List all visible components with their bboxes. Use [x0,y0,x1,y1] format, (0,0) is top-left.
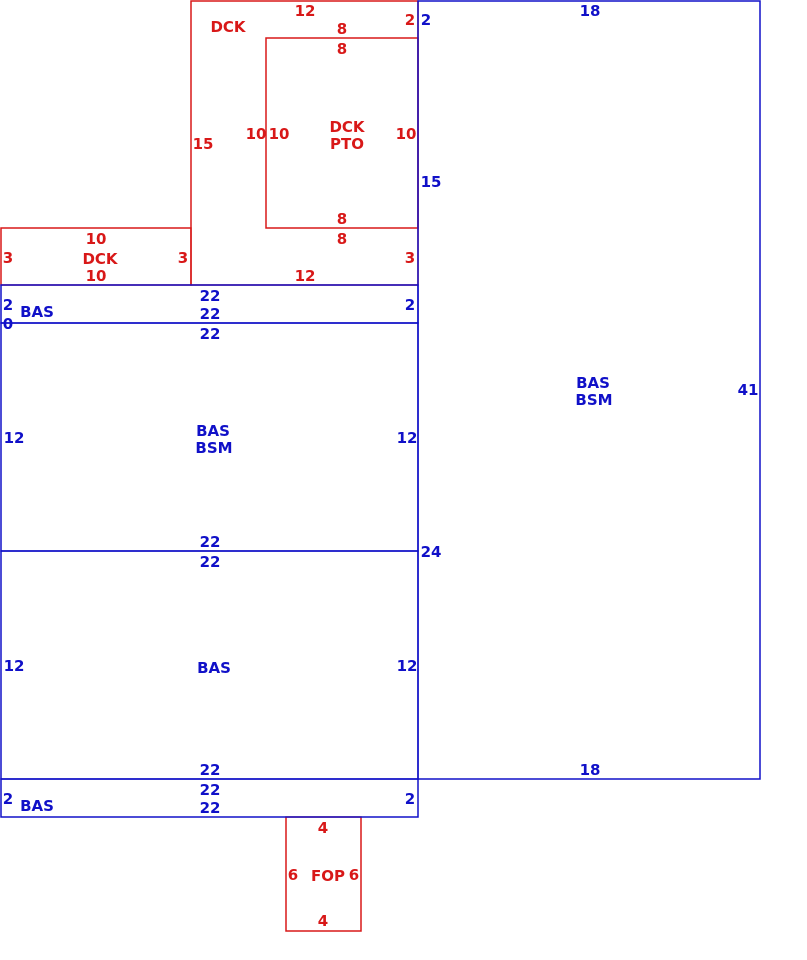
bas-bsm-left-left-dim: 12 [4,429,25,447]
dck-upper-code: DCK [210,18,246,36]
dck-pto-left-in-dim: 10 [269,125,290,143]
bas-strip-top-left-alt-dim: 0 [3,315,13,333]
bas-bsm-left-code-1: BAS [196,422,230,440]
dck-pto-code-1: DCK [329,118,365,136]
bas-lower-top-dim: 22 [200,553,221,571]
bas-bsm-left-code-2: BSM [195,439,232,457]
dck-pto-left-out-dim: 10 [246,125,267,143]
dck-left-code: DCK [82,250,118,268]
dck-upper-left-dim: 15 [193,135,214,153]
fop-top-dim: 4 [318,819,328,837]
bas-lower-right-dim: 12 [397,657,418,675]
dck-left-left-dim: 3 [3,249,13,267]
fop-right-dim: 6 [349,866,359,884]
dck-pto-top-in-dim: 8 [337,40,347,58]
bas-strip-top-bottom-dim: 22 [200,305,221,323]
dck-left-bottom-dim: 10 [86,267,107,285]
bas-bsm-right-left-top-dim: 2 [421,11,431,29]
dck-pto-code-2: PTO [330,135,364,153]
bas-strip-top-left-dim: 2 [3,296,13,314]
dck-upper-outline [190,0,419,286]
bas-strip-top-right-dim: 2 [405,296,415,314]
fop-bottom-dim: 4 [318,912,328,930]
bas-strip-top-top-dim: 22 [200,287,221,305]
bas-bsm-right-right-dim: 41 [738,381,759,399]
dck-left-top-dim: 10 [86,230,107,248]
bas-lower-code: BAS [197,659,231,677]
bas-strip-bottom-bottom-dim: 22 [200,799,221,817]
bas-bsm-right-left-low-dim: 24 [421,543,442,561]
dck-upper-right-dim: 3 [405,249,415,267]
bas-bsm-right-left-mid-dim: 15 [421,173,442,191]
dck-upper-top-dim: 12 [295,2,316,20]
bas-strip-bottom-top-dim: 22 [200,781,221,799]
bas-strip-top-code: BAS [20,303,54,321]
dck-upper-bottom-dim: 12 [295,267,316,285]
bas-bsm-right-outline [417,0,761,780]
bas-lower-bottom-dim: 22 [200,761,221,779]
bas-bsm-right-top-dim: 18 [580,2,601,20]
bas-strip-bottom-code: BAS [20,797,54,815]
bas-strip-bottom-left-dim: 2 [3,790,13,808]
fop-left-dim: 6 [288,866,298,884]
bas-bsm-left-right-dim: 12 [397,429,418,447]
bas-bsm-right-bottom-dim: 18 [580,761,601,779]
bas-bsm-left-bottom-dim: 22 [200,533,221,551]
bas-lower-left-dim: 12 [4,657,25,675]
bas-bsm-right-code-1: BAS [576,374,610,392]
bas-strip-bottom-outline [0,778,419,818]
fop-code: FOP [311,867,345,885]
dck-upper-top-right-dim: 2 [405,11,415,29]
dck-left-right-dim: 3 [178,249,188,267]
bas-strip-bottom-right-dim: 2 [405,790,415,808]
bas-bsm-right-code-2: BSM [575,391,612,409]
dck-pto-bottom-out-dim: 8 [337,230,347,248]
dck-pto-right-dim: 10 [396,125,417,143]
dck-pto-top-out-dim: 8 [337,20,347,38]
bas-bsm-left-top-dim: 22 [200,325,221,343]
dck-pto-bottom-in-dim: 8 [337,210,347,228]
